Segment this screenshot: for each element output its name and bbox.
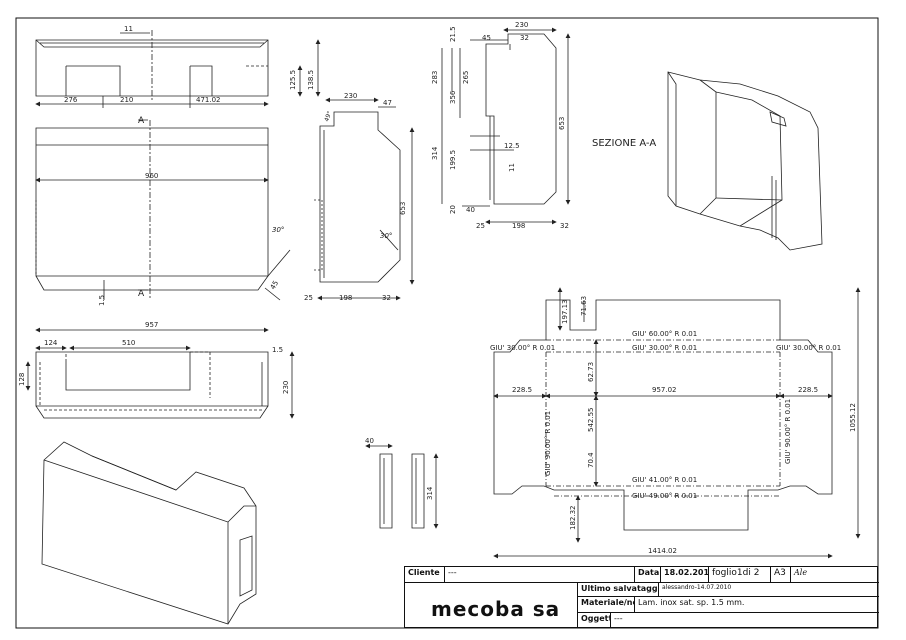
dim-label: 960 <box>145 172 158 180</box>
dim-label: 1055.12 <box>849 403 857 432</box>
dim-label: 30° <box>272 226 284 234</box>
main-isometric-view <box>41 441 257 625</box>
dim-label: 30° <box>380 232 392 240</box>
dim-label: 210 <box>120 96 133 104</box>
dim-label: 356 <box>449 90 457 104</box>
dim-label: 228.5 <box>798 386 818 394</box>
plan-view <box>25 327 295 419</box>
dim-label: 228.5 <box>512 386 532 394</box>
flat-pattern-view <box>493 287 861 559</box>
sheet-border <box>15 17 879 629</box>
dim-label: 12.5 <box>504 142 520 150</box>
dim-label: 653 <box>399 202 407 215</box>
materiale-value: Lam. inox sat. sp. 1.5 mm. <box>635 597 879 613</box>
dim-label: 314 <box>431 146 439 160</box>
oggetto-value: --- <box>614 614 623 623</box>
signature: Ale <box>791 567 879 583</box>
side-view <box>314 97 415 301</box>
dim-label: 276 <box>64 96 78 104</box>
top-strip-view <box>35 30 321 108</box>
paper-format: A3 <box>771 567 791 583</box>
dim-label: 314 <box>426 486 434 500</box>
section-label: SEZIONE A-A <box>592 138 656 149</box>
company-logo: mecoba sa <box>431 597 561 621</box>
dim-label: 125.5 <box>289 70 297 90</box>
dim-label: 653 <box>558 117 566 130</box>
section-isometric-view <box>667 71 823 251</box>
dim-label: 957 <box>145 321 158 329</box>
dim-label: 230 <box>282 381 290 394</box>
dim-label: 40 <box>365 437 374 445</box>
bend-note: GIU' 30.00° R 0.01 <box>776 344 841 352</box>
sheet-number: foglio1di 2 <box>709 567 771 583</box>
section-mark: A <box>138 289 145 299</box>
bend-note: GIU' 41.00° R 0.01 <box>632 476 697 484</box>
dim-label: 20 <box>449 205 457 214</box>
dim-label: 47 <box>383 99 392 107</box>
dim-label: 11 <box>508 163 516 172</box>
bend-note: GIU' 90.00° R 0.01 <box>544 411 552 476</box>
dim-label: 1.5 <box>272 346 283 354</box>
bracket-view <box>365 443 439 529</box>
detail-view <box>441 27 571 225</box>
dim-label: 32 <box>560 222 569 230</box>
dim-label: 32 <box>382 294 391 302</box>
bend-note: GIU' 90.00° R 0.01 <box>784 399 792 464</box>
data-value: 18.02.2010 <box>661 567 709 583</box>
dim-label: 11 <box>124 25 133 33</box>
salvataggio-value: alessandro-14.07.2010 <box>659 583 879 597</box>
dim-label: 128 <box>18 373 26 386</box>
dim-label: 199.5 <box>449 150 457 170</box>
bend-note: GIU' 49.00° R 0.01 <box>632 492 697 500</box>
dim-label: 71.63 <box>580 296 588 316</box>
dim-label: 25 <box>476 222 485 230</box>
dim-label: 230 <box>344 92 357 100</box>
dim-label: 197.13 <box>561 300 569 325</box>
dim-label: 182.32 <box>569 506 577 531</box>
bend-note: GIU' 60.00° R 0.01 <box>632 330 697 338</box>
title-block: Cliente --- Data 18.02.2010 foglio1di 2 … <box>404 566 879 628</box>
dim-label: 230 <box>515 21 528 29</box>
dim-label: 124 <box>44 339 58 347</box>
dim-label: 510 <box>122 339 135 347</box>
front-view <box>35 119 291 301</box>
dim-label: 1.5 <box>98 295 106 306</box>
dim-label: 265 <box>462 71 470 84</box>
bend-note: GIU' 30.00° R 0.01 <box>632 344 697 352</box>
dim-label: 1414.02 <box>648 547 677 555</box>
dim-label: 25 <box>304 294 313 302</box>
dim-label: 49° <box>323 110 333 122</box>
dim-label: 21.5 <box>449 26 457 42</box>
materiale-label: Materiale/note <box>577 597 635 613</box>
dim-label: 542.55 <box>587 408 595 433</box>
dim-label: 32 <box>520 34 529 42</box>
cliente-label: Cliente <box>405 567 445 583</box>
dim-label: 70.4 <box>587 452 595 468</box>
section-mark: A <box>138 116 145 126</box>
dim-label: 283 <box>431 71 439 84</box>
dim-label: 40 <box>466 206 475 214</box>
dim-label: 138.5 <box>307 70 315 90</box>
data-label: Data <box>635 567 661 583</box>
cliente-value: --- <box>445 567 635 583</box>
dim-label: 198 <box>339 294 352 302</box>
dim-label: 45 <box>269 279 280 291</box>
dim-label: 62.73 <box>587 362 595 382</box>
oggetto-label: Oggetto <box>577 613 611 628</box>
dim-label: 471.02 <box>196 96 221 104</box>
bend-note: GIU' 30.00° R 0.01 <box>490 344 555 352</box>
dim-label: 198 <box>512 222 525 230</box>
dim-label: 957.02 <box>652 386 677 394</box>
salvataggio-label: Ultimo salvataggio <box>577 583 659 597</box>
dim-label: 45 <box>482 34 491 42</box>
